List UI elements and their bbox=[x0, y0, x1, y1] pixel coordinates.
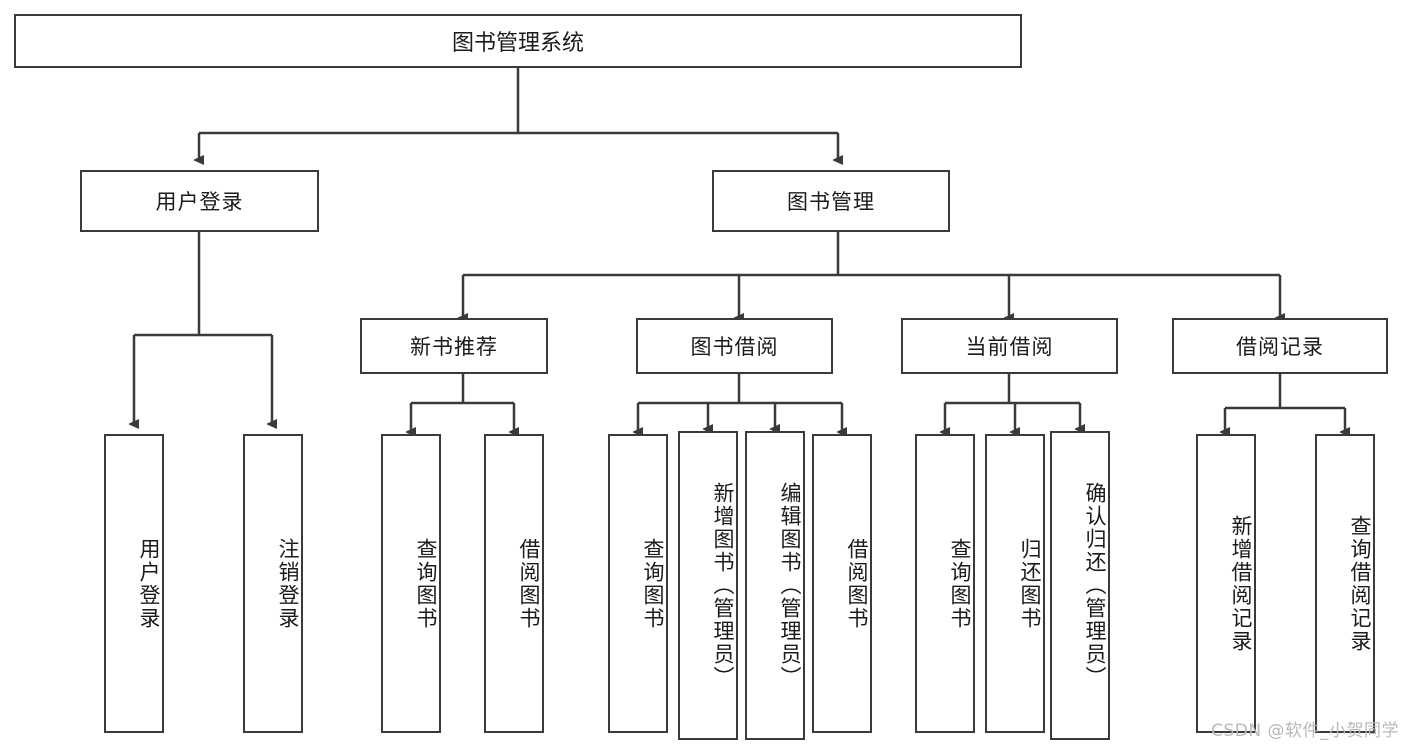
node-label: 查询借阅记录 bbox=[1348, 514, 1372, 653]
node-book-management[interactable]: 图书管理 bbox=[712, 170, 950, 232]
leaf-record-add-record[interactable]: 新增借阅记录 bbox=[1196, 434, 1256, 733]
leaf-current-return-book[interactable]: 归还图书 bbox=[985, 434, 1045, 733]
leaf-user-login-signout[interactable]: 注销登录 bbox=[243, 434, 303, 733]
node-label: 借阅记录 bbox=[1236, 335, 1324, 359]
leaf-borrow-edit-book-admin[interactable]: 编辑图书（管理员） bbox=[745, 431, 805, 740]
node-current-borrow[interactable]: 当前借阅 bbox=[901, 318, 1118, 374]
node-label: 图书管理 bbox=[787, 190, 875, 214]
node-book-management-system[interactable]: 图书管理系统 bbox=[14, 14, 1022, 68]
node-label: 用户登录 bbox=[155, 190, 244, 214]
node-label: 查询图书 bbox=[414, 537, 438, 630]
node-label: 新增借阅记录 bbox=[1229, 514, 1253, 653]
leaf-current-confirm-return-admin[interactable]: 确认归还（管理员） bbox=[1050, 431, 1110, 740]
node-label: 归还图书 bbox=[1018, 537, 1042, 630]
leaf-recommend-borrow-book[interactable]: 借阅图书 bbox=[484, 434, 544, 733]
node-label: 图书借阅 bbox=[690, 335, 779, 359]
leaf-current-query-book[interactable]: 查询图书 bbox=[915, 434, 975, 733]
node-borrow-record[interactable]: 借阅记录 bbox=[1172, 318, 1388, 374]
node-label: 用户登录 bbox=[137, 537, 161, 630]
node-label: 新增图书（管理员） bbox=[711, 482, 735, 689]
node-label: 图书管理系统 bbox=[451, 31, 584, 56]
node-label: 查询图书 bbox=[948, 537, 972, 630]
node-label: 编辑图书（管理员） bbox=[778, 482, 802, 689]
leaf-borrow-borrow-book[interactable]: 借阅图书 bbox=[812, 434, 872, 733]
node-label: 查询图书 bbox=[641, 537, 665, 630]
node-label: 注销登录 bbox=[276, 537, 300, 630]
node-new-book-recommend[interactable]: 新书推荐 bbox=[360, 318, 548, 374]
node-label: 当前借阅 bbox=[965, 335, 1054, 359]
node-label: 借阅图书 bbox=[517, 537, 541, 630]
node-label: 确认归还（管理员） bbox=[1083, 482, 1107, 689]
leaf-borrow-query-book[interactable]: 查询图书 bbox=[608, 434, 668, 733]
leaf-user-login-signin[interactable]: 用户登录 bbox=[104, 434, 164, 733]
node-user-login[interactable]: 用户登录 bbox=[80, 170, 319, 232]
node-label: 借阅图书 bbox=[845, 537, 869, 630]
watermark: CSDN @软件_小贺同学 bbox=[1211, 721, 1399, 741]
node-label: 新书推荐 bbox=[410, 335, 498, 359]
leaf-recommend-query-book[interactable]: 查询图书 bbox=[381, 434, 441, 733]
leaf-borrow-add-book-admin[interactable]: 新增图书（管理员） bbox=[678, 431, 738, 740]
node-book-borrow[interactable]: 图书借阅 bbox=[636, 318, 833, 374]
leaf-record-query-record[interactable]: 查询借阅记录 bbox=[1315, 434, 1375, 733]
